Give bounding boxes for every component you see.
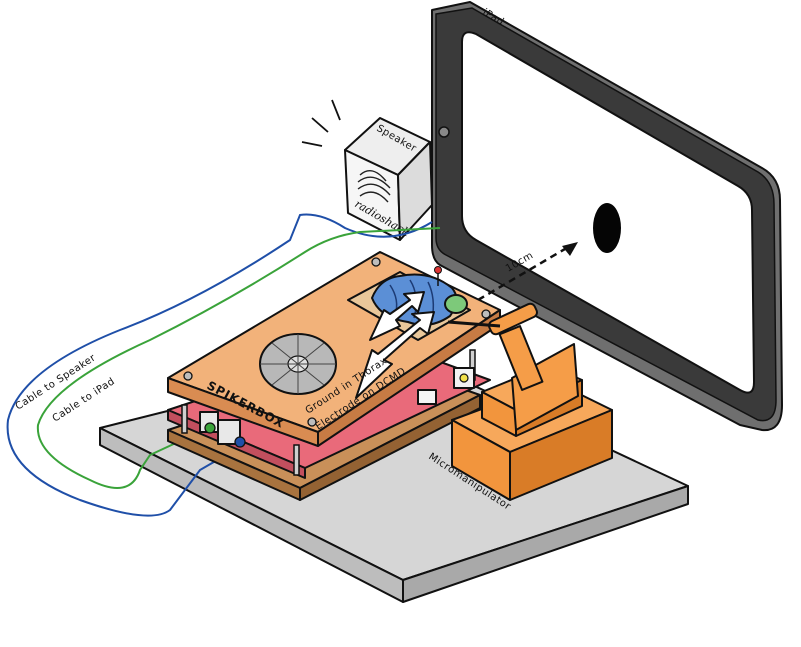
- cable-to-speaker: [6, 213, 433, 517]
- blue-jack: [234, 436, 246, 448]
- speaker: radioshack Speaker: [301, 99, 433, 241]
- speaker-grille: [357, 169, 391, 203]
- ipad: iPad: [431, 1, 783, 432]
- green-jack: [204, 422, 216, 434]
- cable-to-ipad: [36, 227, 441, 489]
- circuit-components: [199, 367, 475, 448]
- board-screws: [183, 257, 491, 427]
- locust-head: [444, 294, 468, 314]
- looming-stimulus-dot: [593, 203, 621, 253]
- micromanipulator: [447, 302, 613, 501]
- callout-arrows: [355, 291, 435, 399]
- ground-wire-tip: [434, 266, 442, 274]
- sound-lines: [301, 99, 341, 147]
- ipad-home-button: [438, 126, 450, 138]
- piezo-disc: [259, 333, 337, 395]
